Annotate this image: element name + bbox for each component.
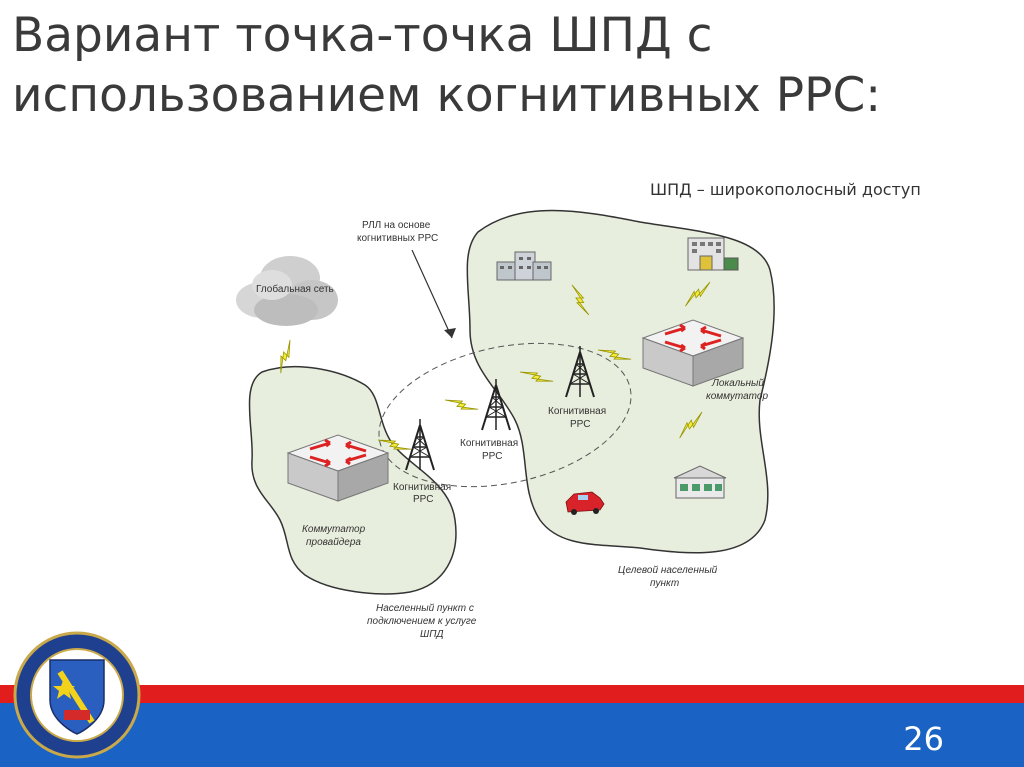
source-settlement-label-3: ШПД [420,629,444,640]
radio-link-zone [378,342,632,488]
slide-title: Вариант точка-точка ШПД с использованием… [12,8,882,123]
office-building-icon [687,237,739,271]
source-settlement-label-2: подключением к услуге [367,616,477,627]
rll-label-line2: когнитивных РРС [357,233,438,244]
car-icon [565,491,605,515]
rrs-mid-label-1: Когнитивная [460,438,518,449]
target-settlement-label-1: Целевой населенный [618,565,718,576]
slide-number: 26 [903,720,944,758]
building-icon [496,251,552,281]
provider-switch-label-1: Коммутатор [302,524,366,535]
rrs-left-label-1: Когнитивная [393,482,451,493]
rrs-left-label-2: РРС [413,494,433,505]
rrs-right-label-1: Когнитивная [548,406,606,417]
house-icon [673,465,727,499]
target-settlement-label-2: пункт [650,578,679,589]
provider-switch-label-2: провайдера [306,537,361,548]
rll-label-line1: РЛЛ на основе [362,220,431,231]
subtitle-definition: ШПД – широкополосный доступ [650,180,921,199]
global-network-label: Глобальная сеть [256,283,334,295]
university-emblem-logo [13,631,141,759]
cloud-icon [236,256,338,326]
local-switch-label-1: Локальный [711,378,764,389]
rrs-mid-label-2: РРС [482,451,502,462]
bolt-icon [444,390,479,420]
local-switch-label-2: коммутатор [706,391,768,402]
footer-red-stripe [0,685,1024,703]
rrs-right-label-2: РРС [570,419,590,430]
footer-blue-stripe [0,703,1024,767]
source-settlement-label-1: Населенный пункт с [376,603,474,614]
